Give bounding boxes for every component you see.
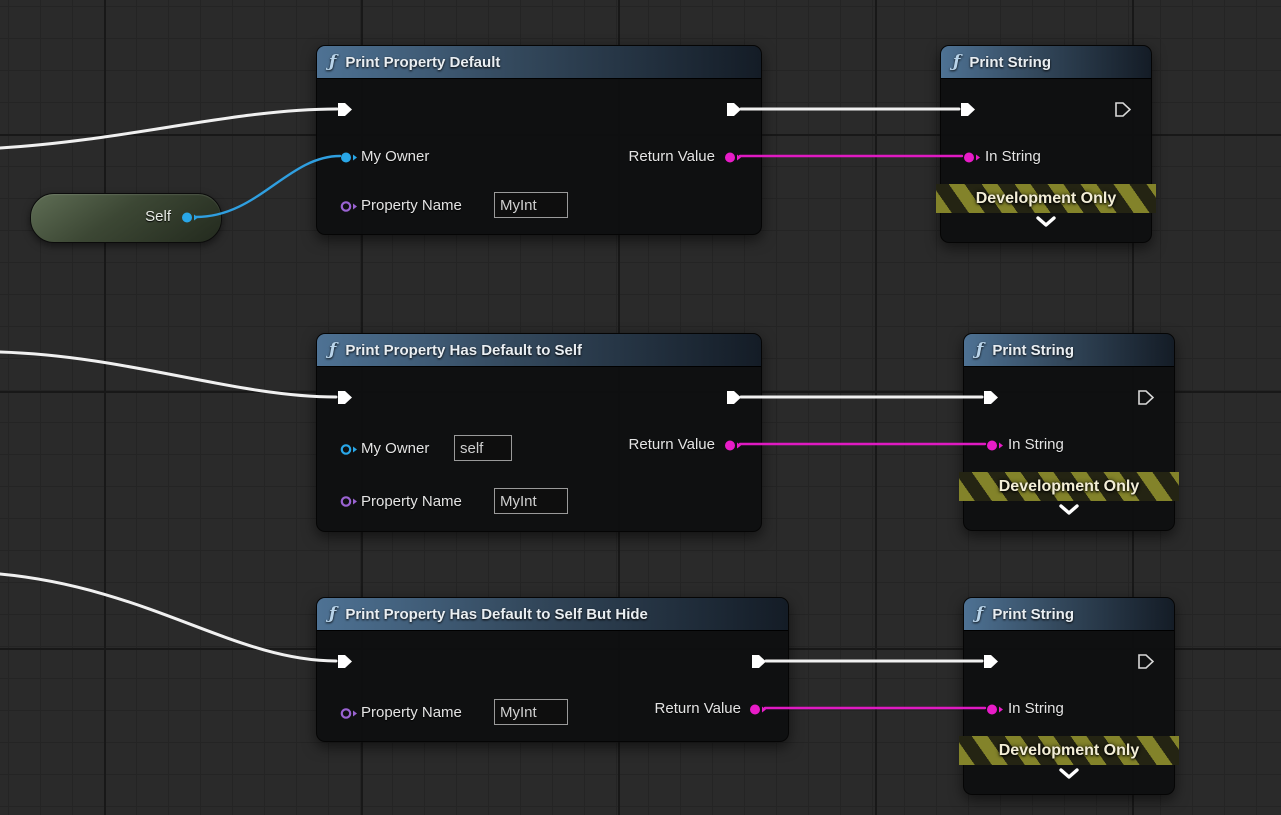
property-name-pin[interactable] (340, 200, 358, 213)
my-owner-label: My Owner (361, 148, 430, 165)
return-value-pin[interactable] (724, 439, 742, 452)
function-icon: ƒ (953, 52, 961, 72)
exec-in-pin[interactable] (337, 390, 353, 405)
return-value-label: Return Value (628, 436, 715, 453)
node-print-property-default[interactable]: ƒ Print Property Default My Owner Return… (316, 45, 762, 235)
expand-chevron-icon[interactable] (1058, 768, 1080, 780)
node-title: Print Property Has Default to Self (345, 341, 583, 359)
node-title: Print String (969, 53, 1051, 71)
property-name-pin[interactable] (340, 495, 358, 508)
node-header[interactable]: ƒ Print String (964, 598, 1174, 631)
exec-out-pin[interactable] (1138, 390, 1155, 405)
exec-in-pin[interactable] (983, 390, 999, 405)
in-string-label: In String (985, 148, 1041, 165)
development-only-text: Development Only (975, 189, 1117, 207)
property-name-label: Property Name (361, 197, 462, 214)
node-header[interactable]: ƒ Print String (941, 46, 1151, 79)
in-string-pin[interactable] (963, 151, 981, 164)
property-name-input[interactable] (494, 488, 568, 514)
development-only-banner: Development Only (959, 736, 1179, 765)
property-name-label: Property Name (361, 493, 462, 510)
exec-wire-in-node1 (0, 107, 339, 150)
exec-wire-in-node2 (0, 350, 338, 399)
in-string-pin[interactable] (986, 703, 1004, 716)
development-only-text: Development Only (998, 741, 1140, 759)
exec-out-pin[interactable] (726, 390, 742, 405)
expand-chevron-icon[interactable] (1058, 504, 1080, 516)
my-owner-pin[interactable] (340, 151, 358, 164)
node-title: Print Property Has Default to Self But H… (345, 605, 648, 623)
exec-out-pin[interactable] (1115, 102, 1132, 117)
exec-out-pin[interactable] (726, 102, 742, 117)
return-value-pin[interactable] (749, 703, 767, 716)
function-icon: ƒ (976, 340, 984, 360)
node-header[interactable]: ƒ Print String (964, 334, 1174, 367)
node-print-string-1[interactable]: ƒ Print String In String Development Onl… (936, 45, 1156, 243)
exec-in-pin[interactable] (337, 654, 353, 669)
node-title: Print String (992, 605, 1074, 623)
node-title: Print String (992, 341, 1074, 359)
node-print-property-has-default-to-self-but-hide[interactable]: ƒ Print Property Has Default to Self But… (316, 597, 789, 742)
exec-out-pin[interactable] (1138, 654, 1155, 669)
exec-out-pin[interactable] (751, 654, 767, 669)
variable-name: Self (145, 208, 171, 225)
expand-chevron-icon[interactable] (1035, 216, 1057, 228)
function-icon: ƒ (329, 604, 337, 624)
return-value-label: Return Value (654, 700, 741, 717)
my-owner-pin[interactable] (340, 443, 358, 456)
property-name-input[interactable] (494, 699, 568, 725)
node-header[interactable]: ƒ Print Property Has Default to Self (317, 334, 761, 367)
node-self-variable[interactable]: Self (30, 193, 222, 243)
development-only-banner: Development Only (936, 184, 1156, 213)
property-name-label: Property Name (361, 704, 462, 721)
property-name-pin[interactable] (340, 707, 358, 720)
node-title: Print Property Default (345, 53, 501, 71)
node-print-property-has-default-to-self[interactable]: ƒ Print Property Has Default to Self My … (316, 333, 762, 532)
node-print-string-3[interactable]: ƒ Print String In String Development Onl… (959, 597, 1179, 795)
function-icon: ƒ (976, 604, 984, 624)
development-only-text: Development Only (998, 477, 1140, 495)
exec-in-pin[interactable] (983, 654, 999, 669)
in-string-label: In String (1008, 700, 1064, 717)
exec-wire-in-node3 (0, 572, 338, 663)
property-name-input[interactable] (494, 192, 568, 218)
self-output-pin[interactable] (181, 211, 199, 224)
exec-in-pin[interactable] (960, 102, 976, 117)
in-string-pin[interactable] (986, 439, 1004, 452)
node-print-string-2[interactable]: ƒ Print String In String Development Onl… (959, 333, 1179, 531)
node-header[interactable]: ƒ Print Property Has Default to Self But… (317, 598, 788, 631)
function-icon: ƒ (329, 52, 337, 72)
node-header[interactable]: ƒ Print Property Default (317, 46, 761, 79)
function-icon: ƒ (329, 340, 337, 360)
my-owner-label: My Owner (361, 440, 430, 457)
return-value-label: Return Value (628, 148, 715, 165)
my-owner-input[interactable] (454, 435, 512, 461)
exec-in-pin[interactable] (337, 102, 353, 117)
in-string-label: In String (1008, 436, 1064, 453)
development-only-banner: Development Only (959, 472, 1179, 501)
return-value-pin[interactable] (724, 151, 742, 164)
